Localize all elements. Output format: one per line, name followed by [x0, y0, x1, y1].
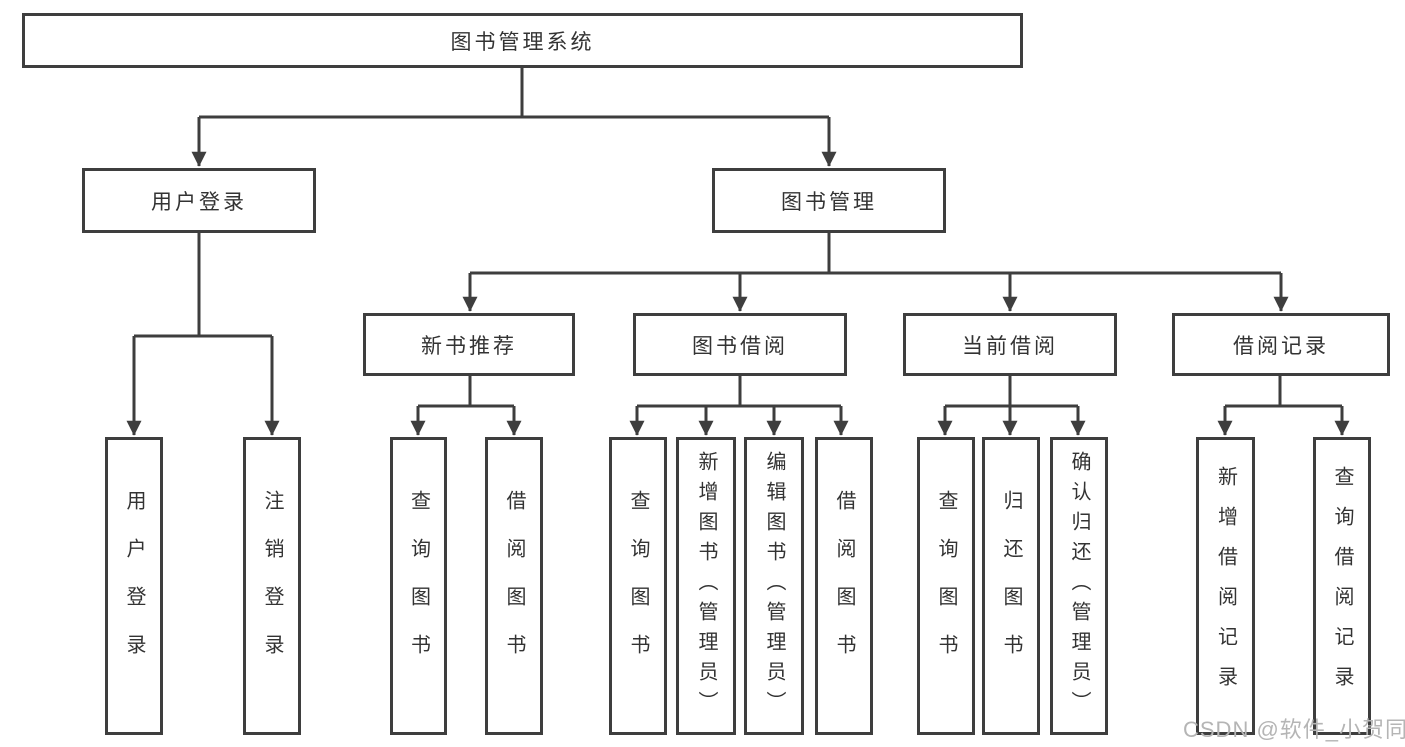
connector-lines: [126, 68, 1350, 436]
leaf-borrow-query-books: 查询图书: [609, 437, 667, 735]
node-user-login-group: 用户登录: [82, 168, 316, 233]
node-label: 用户登录: [151, 190, 247, 214]
node-label: 查询借阅记录: [1331, 466, 1353, 706]
node-book-management: 图书管理: [712, 168, 946, 233]
leaf-recommend-borrow-books: 借阅图书: [485, 437, 543, 735]
leaf-borrow-edit-books-admin: 编辑图书（管理员）: [744, 437, 804, 735]
leaf-recommend-query-books: 查询图书: [390, 437, 447, 735]
node-label: 当前借阅: [962, 334, 1058, 358]
node-label: 借阅图书: [503, 490, 525, 682]
node-label: 借阅图书: [833, 490, 855, 682]
node-label: 图书管理: [781, 190, 877, 214]
node-label: 图书借阅: [692, 334, 788, 358]
node-label: 查询图书: [935, 490, 957, 682]
leaf-logout: 注销登录: [243, 437, 301, 735]
leaf-current-confirm-return-admin: 确认归还（管理员）: [1050, 437, 1108, 735]
node-label: 借阅记录: [1233, 334, 1329, 358]
node-label: 新书推荐: [421, 334, 517, 358]
node-label: 注销登录: [261, 490, 283, 682]
node-label: 查询图书: [407, 490, 430, 682]
node-current-borrow: 当前借阅: [903, 313, 1117, 376]
leaf-record-query-borrow-record: 查询借阅记录: [1313, 437, 1371, 735]
node-label: 图书管理系统: [450, 30, 595, 54]
leaf-borrow-borrow-books: 借阅图书: [815, 437, 873, 735]
leaf-current-return-books: 归还图书: [982, 437, 1040, 735]
leaf-borrow-add-books-admin: 新增图书（管理员）: [676, 437, 736, 735]
node-new-book-recommend: 新书推荐: [363, 313, 575, 376]
node-label: 编辑图书（管理员）: [763, 451, 785, 721]
node-label: 查询图书: [627, 490, 649, 682]
node-book-management-system: 图书管理系统: [22, 13, 1023, 68]
leaf-user-login: 用户登录: [105, 437, 163, 735]
node-borrow-record: 借阅记录: [1172, 313, 1390, 376]
node-label: 新增图书（管理员）: [695, 451, 717, 721]
node-label: 归还图书: [1000, 490, 1022, 682]
leaf-record-add-borrow-record: 新增借阅记录: [1196, 437, 1255, 735]
node-label: 用户登录: [123, 490, 145, 682]
csdn-watermark: CSDN @软件_小贺同学: [1183, 717, 1405, 742]
node-book-borrow: 图书借阅: [633, 313, 847, 376]
node-label: 确认归还（管理员）: [1068, 451, 1090, 721]
leaf-current-query-books: 查询图书: [917, 437, 975, 735]
node-label: 新增借阅记录: [1214, 466, 1237, 706]
